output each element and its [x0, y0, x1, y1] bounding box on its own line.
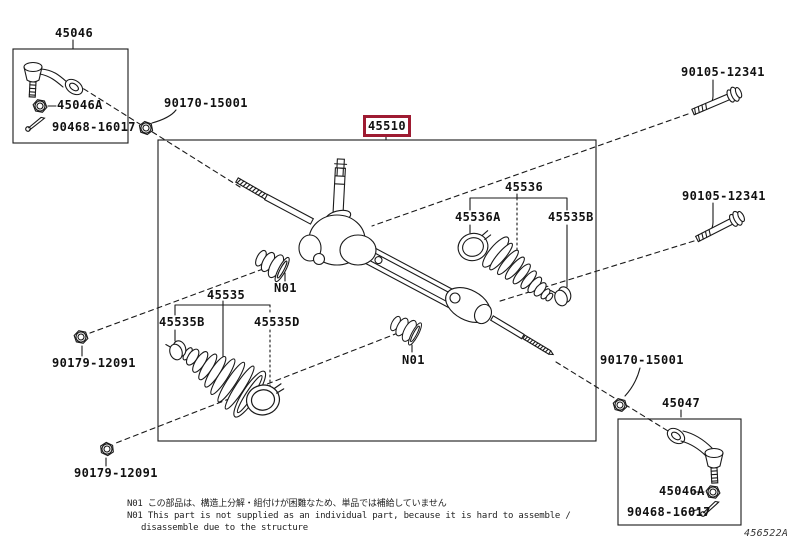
part-label-45047[interactable]: 45047 — [662, 396, 701, 410]
pinion-housing — [298, 158, 377, 266]
nut-icon[interactable] — [72, 329, 90, 345]
clamp-icon[interactable] — [550, 283, 575, 309]
footnote-en-line1: N01 This part is not supplied as an indi… — [127, 511, 571, 521]
part-label-90170-15001-bottom[interactable]: 90170-15001 — [600, 353, 684, 367]
part-label-90468-16017-top[interactable]: 90468-16017 — [52, 120, 136, 134]
cotter-pin-icon[interactable] — [23, 115, 48, 133]
part-label-45046a-bottom[interactable]: 45046A — [659, 484, 705, 498]
part-label-45535b-right[interactable]: 45535B — [548, 210, 594, 224]
part-label-45535b-left[interactable]: 45535B — [159, 315, 205, 329]
tie-rod-end-icon[interactable] — [664, 425, 724, 484]
nut-icon[interactable] — [31, 98, 49, 114]
boot-icon[interactable] — [479, 234, 564, 314]
note-ref-n01-1: N01 — [274, 281, 297, 295]
part-label-90179-12091-bottom[interactable]: 90179-12091 — [74, 466, 158, 480]
part-label-90170-15001-top[interactable]: 90170-15001 — [164, 96, 248, 110]
boot-icon[interactable] — [170, 330, 270, 421]
main-assembly-box — [157, 139, 597, 442]
part-label-45046a-top[interactable]: 45046A — [57, 98, 103, 112]
part-label-90468-16017-bottom[interactable]: 90468-16017 — [627, 505, 711, 519]
part-label-90105-12341-top[interactable]: 90105-12341 — [681, 65, 765, 79]
part-box-45046 — [12, 48, 129, 144]
part-label-45046[interactable]: 45046 — [55, 26, 94, 40]
footnote-en-line2: disassemble due to the structure — [141, 523, 308, 533]
part-box-45047 — [617, 418, 742, 526]
part-label-45535[interactable]: 45535 — [207, 288, 246, 302]
steering-rack-drawing[interactable] — [234, 158, 555, 356]
part-label-45536[interactable]: 45536 — [505, 180, 544, 194]
selected-part-45510[interactable]: 45510 — [363, 115, 411, 137]
diagram-code: 456522A — [744, 528, 789, 539]
grommet-icon[interactable] — [385, 310, 425, 347]
part-label-90105-12341-mid[interactable]: 90105-12341 — [682, 189, 766, 203]
part-label-45536a[interactable]: 45536A — [455, 210, 501, 224]
part-label-90179-12091-top[interactable]: 90179-12091 — [52, 356, 136, 370]
bolt-icon[interactable] — [693, 208, 748, 247]
note-ref-n01-2: N01 — [402, 353, 425, 367]
bolt-icon[interactable] — [689, 84, 745, 120]
nut-icon[interactable] — [611, 397, 629, 413]
tie-rod-end-icon[interactable] — [23, 61, 86, 98]
nut-icon[interactable] — [704, 484, 722, 500]
footnote-ja: N01 この部品は、構造上分解・組付けが困難なため、単品では補給していません — [127, 499, 447, 509]
nut-icon[interactable] — [97, 440, 117, 458]
part-label-45535d[interactable]: 45535D — [254, 315, 300, 329]
